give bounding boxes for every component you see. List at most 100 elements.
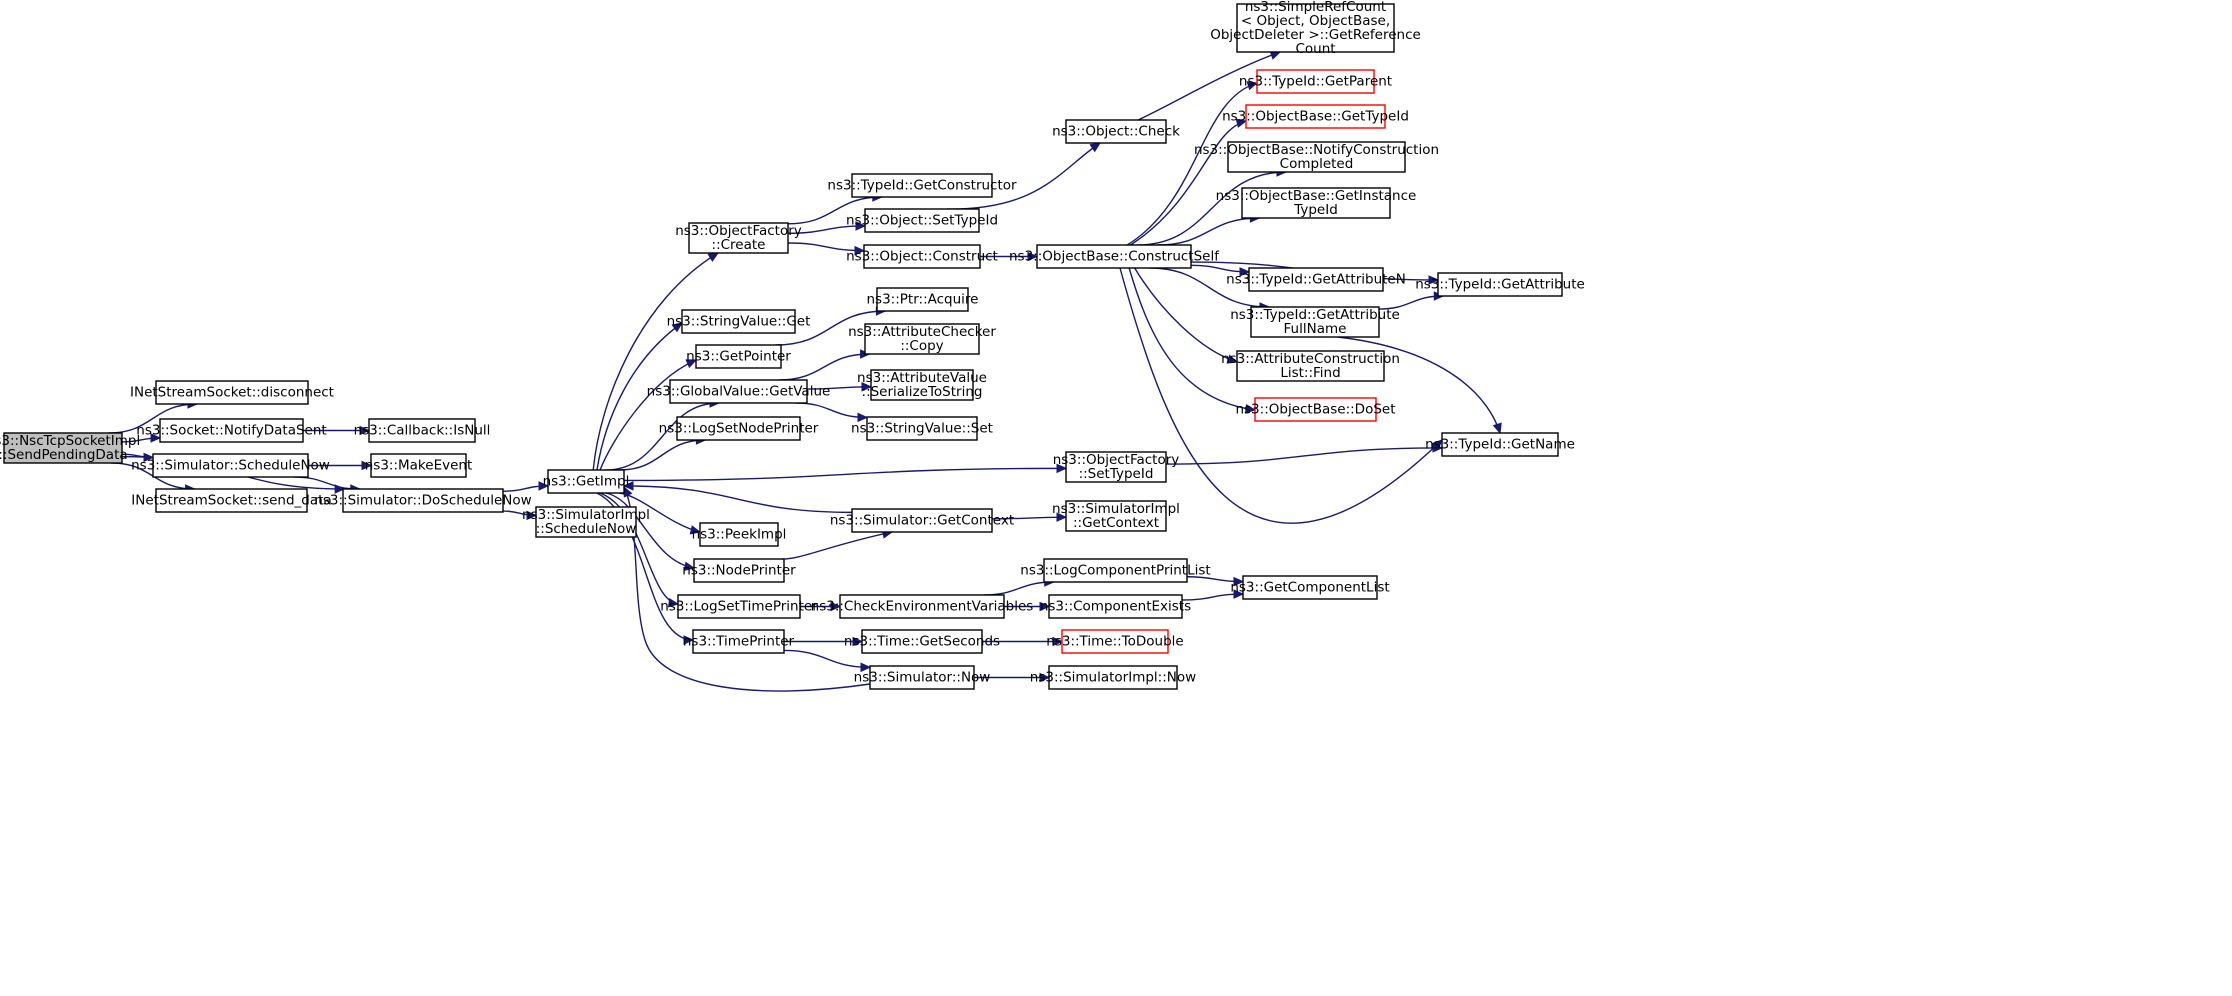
node-label: ns3::CheckEnvironmentVariables	[811, 599, 1034, 615]
node-make_event[interactable]: ns3::MakeEvent	[365, 453, 473, 478]
node-ptr_acquire[interactable]: ns3::Ptr::Acquire	[867, 287, 979, 312]
node-label: ns3::TimePrinter	[683, 634, 795, 650]
node-box	[155, 380, 309, 405]
arrowhead-globalvalue_getvalue-to-stringvalue_set	[857, 412, 869, 423]
edge-objbase_constructself-to-objbase_gettypeid	[1130, 120, 1247, 246]
node-log_component_printlist[interactable]: ns3::LogComponentPrintList	[1020, 558, 1211, 583]
node-simimpl_now[interactable]: ns3::SimulatorImpl::Now	[1030, 665, 1196, 690]
node-label: ns3::TypeId::GetAttributeN	[1226, 272, 1406, 288]
node-label: ::SerializeToString	[862, 384, 983, 400]
node-check_env[interactable]: ns3::CheckEnvironmentVariables	[811, 594, 1034, 619]
arrowhead-typeid_getattributefullname-to-typeid_getname	[1492, 422, 1502, 435]
node-get_impl[interactable]: ns3::GetImpl	[543, 469, 630, 494]
node-inet_disconnect[interactable]: INetStreamSocket::disconnect	[130, 380, 334, 405]
arrowhead-time_printer-to-time_getseconds	[852, 636, 864, 647]
node-label: FullName	[1284, 321, 1347, 337]
node-box	[1048, 594, 1183, 619]
node-objbase_gettypeid[interactable]: ns3::ObjectBase::GetTypeId	[1222, 104, 1409, 129]
node-box	[677, 594, 801, 619]
node-box	[1065, 451, 1167, 483]
node-typeid_getparent[interactable]: ns3::TypeId::GetParent	[1239, 69, 1392, 94]
node-label: ::ScheduleNow	[536, 521, 637, 537]
node-box	[535, 506, 637, 538]
node-typeid_getname[interactable]: ns3::TypeId::GetName	[1425, 432, 1575, 457]
node-object_settypeid[interactable]: ns3::Object::SetTypeId	[846, 208, 998, 233]
arrowhead-objfactory_create-to-object_settypeid	[855, 221, 867, 231]
node-component_exists[interactable]: ns3::ComponentExists	[1040, 594, 1191, 619]
node-box	[370, 453, 467, 478]
arrowhead-object_construct-to-objbase_constructself	[1027, 251, 1039, 262]
arrowhead-component_exists-to-get_componentlist	[1233, 589, 1245, 599]
node-logset_timeprinter[interactable]: ns3::LogSetTimePrinter	[660, 594, 818, 619]
node-box	[1242, 575, 1378, 600]
node-label: ns3::ObjectFactory	[675, 223, 802, 239]
node-label: ns3::Object::SetTypeId	[846, 213, 998, 229]
node-label: ns3::Time::GetSeconds	[844, 634, 1000, 650]
node-node_printer[interactable]: ns3::NodePrinter	[682, 558, 796, 583]
node-get_pointer[interactable]: ns3::GetPointer	[686, 344, 791, 369]
node-stringvalue_set[interactable]: ns3::StringValue::Set	[851, 416, 993, 441]
node-label: ns3::LogComponentPrintList	[1020, 563, 1210, 579]
arrowhead-objbase_constructself-to-typeid_getattribute	[1428, 275, 1440, 285]
node-objbase_doset[interactable]: ns3::ObjectBase::DoSet	[1235, 397, 1396, 422]
node-attrchecker_copy[interactable]: ns3::AttributeChecker::Copy	[848, 323, 996, 355]
edge-get_impl-to-node_printer	[605, 492, 695, 569]
node-box	[861, 629, 983, 654]
node-attrvalue_serialize[interactable]: ns3::AttributeValue::SerializeToString	[857, 369, 987, 401]
node-time_todouble[interactable]: ns3::Time::ToDouble	[1046, 629, 1184, 654]
node-label: List::Find	[1280, 365, 1340, 381]
node-simple_refcount[interactable]: ns3::SimpleRefCount< Object, ObjectBase,…	[1210, 0, 1421, 57]
node-box	[693, 558, 785, 583]
node-box	[1254, 397, 1377, 422]
node-sim_now[interactable]: ns3::Simulator::Now	[854, 665, 991, 690]
node-peek_impl[interactable]: ns3::PeekImpl	[692, 522, 787, 547]
node-box	[1036, 244, 1192, 269]
node-object_construct[interactable]: ns3::Object::Construct	[846, 244, 998, 269]
arrowhead-object_settypeid-to-object_check	[1089, 142, 1102, 153]
node-simimpl_schedule_now[interactable]: ns3::SimulatorImpl::ScheduleNow	[522, 506, 650, 538]
edge-object_settypeid-to-object_check	[947, 142, 1101, 210]
node-object_check[interactable]: ns3::Object::Check	[1052, 119, 1180, 144]
node-label: ns3::Object::Check	[1052, 124, 1180, 140]
node-objfactory_create[interactable]: ns3::ObjectFactory::Create	[675, 222, 802, 254]
node-label: ns3::StringValue::Get	[667, 314, 811, 330]
node-get_componentlist[interactable]: ns3::GetComponentList	[1230, 575, 1390, 600]
node-label: INetStreamSocket::send_data	[131, 493, 331, 509]
node-typeid_getattribute[interactable]: ns3::TypeId::GetAttribute	[1415, 272, 1585, 297]
node-typeid_getconstructor[interactable]: ns3::TypeId::GetConstructor	[827, 173, 1017, 198]
node-time_printer[interactable]: ns3::TimePrinter	[683, 629, 795, 654]
arrowhead-sim_getcontext-to-simimpl_getcontext	[1056, 512, 1068, 522]
node-label: ns3::GetComponentList	[1230, 580, 1389, 596]
node-label: ns3::SimulatorImpl::Now	[1030, 670, 1196, 686]
node-objfactory_settypeid[interactable]: ns3::ObjectFactory::SetTypeId	[1053, 451, 1180, 483]
node-globalvalue_getvalue[interactable]: ns3::GlobalValue::GetValue	[647, 379, 831, 404]
edge-node_printer-to-sim_getcontext	[781, 531, 893, 560]
node-socket_notify[interactable]: ns3::Socket::NotifyDataSent	[136, 418, 327, 443]
node-label: ns3::Callback::IsNull	[354, 423, 491, 439]
node-label: ns3::NodePrinter	[682, 563, 796, 579]
node-objbase_constructself[interactable]: ns3::ObjectBase::ConstructSelf	[1009, 244, 1220, 269]
node-inet_send_data[interactable]: INetStreamSocket::send_data	[131, 488, 332, 513]
node-typeid_getattributen[interactable]: ns3::TypeId::GetAttributeN	[1226, 267, 1406, 292]
node-simimpl_getcontext[interactable]: ns3::SimulatorImpl::GetContext	[1052, 500, 1180, 532]
node-time_getseconds[interactable]: ns3::Time::GetSeconds	[844, 629, 1000, 654]
node-logset_nodeprinter[interactable]: ns3::LogSetNodePrinter	[659, 416, 819, 441]
node-sim_getcontext[interactable]: ns3::Simulator::GetContext	[830, 508, 1014, 533]
node-stringvalue_get[interactable]: ns3::StringValue::Get	[667, 309, 811, 334]
node-sim_schedule_now[interactable]: ns3::Simulator::ScheduleNow	[131, 453, 330, 478]
node-objbase_notifyconstruction[interactable]: ns3::ObjectBase::NotifyConstructionCompl…	[1194, 141, 1439, 173]
edge-check_env-to-log_component_printlist	[983, 581, 1054, 596]
node-label: ns3::Simulator::Now	[854, 670, 991, 686]
node-box	[1227, 141, 1406, 173]
node-root[interactable]: ns3::NscTcpSocketImpl::SendPendingData	[0, 432, 140, 464]
edge-objbase_constructself-to-typeid_getname	[1119, 267, 1443, 524]
node-label: ns3::Socket::NotifyDataSent	[136, 423, 326, 439]
node-callback_isnull[interactable]: ns3::Callback::IsNull	[354, 418, 491, 443]
node-do_schedule_now[interactable]: ns3::Simulator::DoScheduleNow	[314, 488, 532, 513]
arrowhead-get_impl-to-peek_impl	[689, 525, 702, 535]
node-label: ns3::ObjectBase::DoSet	[1235, 402, 1395, 418]
